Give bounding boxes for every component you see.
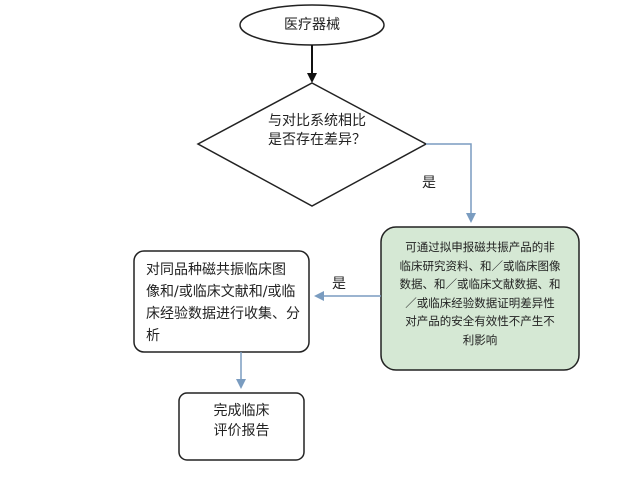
edge-label-yes-right: 是 bbox=[422, 175, 436, 191]
green-box-line: 可通过拟申报磁共振产品的非 bbox=[405, 240, 555, 254]
edge-decision-to-green bbox=[426, 143, 476, 223]
green-box bbox=[380, 226, 580, 371]
green-box-line: ／或临床经验数据证明差异性 bbox=[405, 295, 555, 310]
decision-line: 与对比系统相比 bbox=[268, 113, 366, 129]
edge-label-yes-left: 是 bbox=[332, 276, 346, 292]
left-box-line: 析 bbox=[146, 328, 160, 344]
left-box-text: 对同品种磁共振临床图 像和/或临床文献和/或临 床经验数据进行收集、分 析 bbox=[146, 259, 316, 347]
left-box-line: 对同品种磁共振临床图 bbox=[146, 262, 286, 278]
left-box-line: 床经验数据进行收集、分 bbox=[146, 306, 300, 322]
decision-label: 与对比系统相比 是否存在差异？ bbox=[232, 112, 402, 150]
final-box-text: 完成临床 评价报告 bbox=[180, 401, 303, 441]
green-box-line: 数据、和／或临床文献数据、和 bbox=[399, 277, 561, 291]
decision-node bbox=[196, 82, 428, 207]
left-box bbox=[133, 250, 310, 353]
green-box-text: 可通过拟申报磁共振产品的非 临床研究资料、和／或临床图像 数据、和／或临床文献数… bbox=[382, 238, 578, 349]
green-box-line: 利影响 bbox=[462, 332, 498, 347]
decision-line: 是否存在差异？ bbox=[268, 132, 366, 148]
final-box-line: 完成临床 bbox=[213, 403, 270, 419]
green-box-line: 临床研究资料、和／或临床图像 bbox=[399, 258, 561, 273]
final-box bbox=[178, 392, 305, 461]
left-box-line: 像和/或临床文献和/或临 bbox=[146, 284, 296, 300]
green-box-line: 对产品的安全有效性不产生不 bbox=[405, 314, 555, 328]
start-node-label: 医疗器械 bbox=[284, 17, 340, 33]
final-box-line: 评价报告 bbox=[213, 423, 270, 439]
